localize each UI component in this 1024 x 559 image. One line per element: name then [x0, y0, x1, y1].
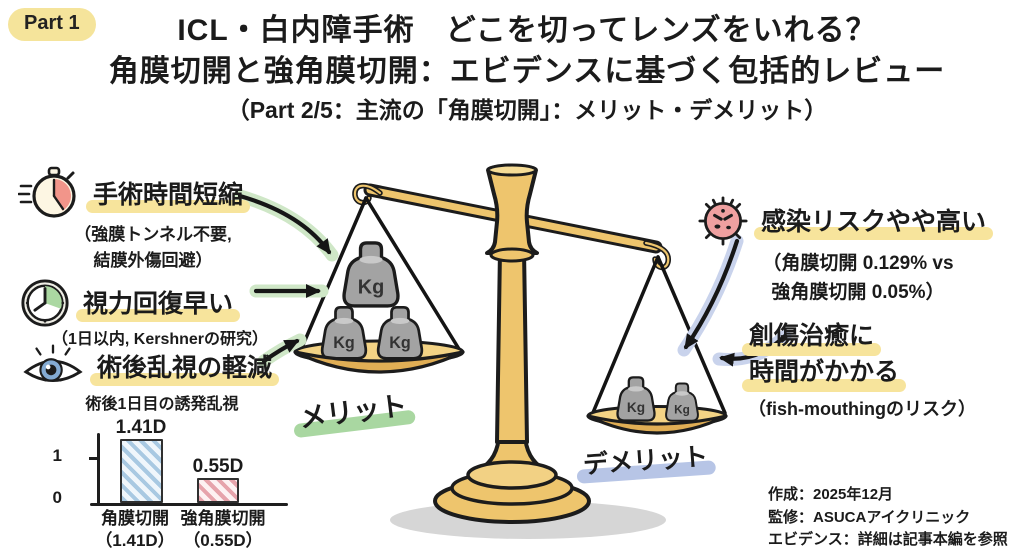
clock-icon [20, 278, 70, 328]
bar-corneal-incision [120, 439, 163, 503]
bar-scleral-incision [197, 478, 239, 503]
merit-note-2: （1日以内, Kershnerの研究） [51, 331, 269, 348]
title-block: ICL・白内障手術 どこを切ってレンズをいれる？ 角膜切開と強角膜切開：エビデン… [40, 10, 1014, 127]
virus-icon [698, 196, 748, 246]
merit-heading-1: 手術時間短縮 [85, 175, 251, 213]
y-axis [97, 433, 100, 506]
svg-text:Kg: Kg [358, 276, 385, 298]
y-tick-1: 1 [52, 446, 62, 465]
title-line-3: （Part 2/5：主流の「角膜切開」：メリット・デメリット） [226, 96, 828, 123]
demerit-note-2: （fish-mouthingのリスク） [748, 398, 976, 419]
svg-text:Kg: Kg [674, 403, 690, 416]
eye-icon [22, 344, 84, 390]
merit-arrows [233, 189, 339, 368]
y-tick-0: 0 [52, 488, 62, 507]
part-badge: Part 1 [8, 8, 96, 41]
merit-pan: Kg Kg Kg [293, 241, 465, 374]
x-label-scleral: 強角膜切開 （0.55D） [167, 508, 279, 552]
x-label-scleral-name: 強角膜切開 [180, 509, 266, 528]
demerit-pan: Kg Kg [586, 376, 728, 435]
demerit-note-1b: 強角膜切開 0.05%） [771, 281, 945, 303]
y-tick-mark [89, 457, 98, 460]
merit-note-1b: 結膜外傷回避） [93, 250, 213, 270]
demerit-item-infection: 感染リスクやや高い （角膜切開 0.129% vs 強角膜切開 0.05%） [698, 196, 1018, 307]
footer-line-created: 作成：2025年12月 [768, 486, 894, 503]
x-label-corneal-name: 角膜切開 [101, 509, 169, 528]
merit-note-1a: （強膜トンネル不要, [74, 225, 232, 244]
astigmatism-bar-chart: 1 0 1.41D 0.55D 角膜切開 （1.41D） 強角膜切開 （0.55… [30, 415, 330, 559]
title-line-2: 角膜切開と強角膜切開：エビデンスに基づく包括的レビュー [108, 55, 946, 89]
scale-pillar-capital [485, 163, 539, 263]
footer-credits: 作成：2025年12月 監修：ASUCAアイクリニック エビデンス：詳細は記事本… [768, 484, 1008, 552]
merit-heading-3: 術後乱視の軽減 [89, 348, 280, 386]
svg-text:Kg: Kg [627, 400, 645, 415]
bar-value-scleral: 0.55D [192, 456, 244, 477]
merit-item-vision-recovery: 視力回復早い （1日以内, Kershnerの研究） [20, 278, 300, 352]
footer-line-supervisor: 監修：ASUCAアイクリニック [768, 508, 971, 526]
svg-text:Kg: Kg [333, 334, 355, 352]
stopwatch-icon [18, 166, 80, 222]
x-label-scleral-value: （0.55D） [183, 531, 263, 551]
x-label-corneal: 角膜切開 （1.41D） [79, 508, 191, 552]
merit-heading-2: 視力回復早い [75, 284, 241, 322]
scale-pedestal [433, 248, 591, 524]
weight: Kg [665, 382, 699, 422]
merit-item-astigmatism: 術後乱視の軽減 術後1日目の誘発乱視 [22, 344, 302, 417]
bar-value-corneal: 1.41D [115, 417, 167, 438]
demerit-heading-1: 感染リスクやや高い [753, 202, 994, 240]
weight: Kg [616, 376, 656, 422]
svg-text:Kg: Kg [389, 334, 411, 352]
merit-item-surgery-time: 手術時間短縮 （強膜トンネル不要, 結膜外傷回避） [18, 166, 288, 273]
demerit-heading-2b: 時間がかかる [741, 356, 907, 392]
weight: Kg [376, 305, 424, 360]
x-label-corneal-value: （1.41D） [95, 531, 175, 551]
weight: Kg [320, 305, 368, 360]
x-axis [90, 503, 288, 506]
demerit-heading-2a: 創傷治癒に [741, 320, 882, 356]
chart-title: 術後1日目の誘発乱視 [85, 396, 239, 413]
title-line-1: ICL・白内障手術 どこを切ってレンズをいれる？ [177, 14, 877, 47]
weight: Kg [342, 241, 400, 308]
demerit-note-1a: （角膜切開 0.129% vs [762, 253, 954, 274]
footer-line-evidence: エビデンス：詳細は記事本編を参照 [768, 531, 1008, 548]
demerit-item-wound-healing: 創傷治癒に 時間がかかる （fish-mouthingのリスク） [741, 320, 1020, 423]
